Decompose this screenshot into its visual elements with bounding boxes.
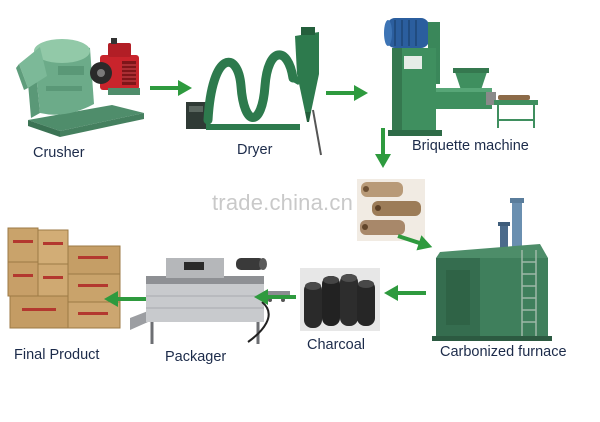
carbonized-furnace-label: Carbonized furnace (440, 344, 567, 360)
packager-legs (150, 322, 260, 344)
dryer-cyclone (295, 27, 319, 122)
carton-box (67, 301, 121, 329)
dryer-support-pole (312, 109, 322, 156)
packager-image (130, 258, 290, 344)
carton-box (9, 295, 69, 329)
charcoal-stick (340, 274, 358, 326)
furnace-body (432, 244, 552, 341)
briquette-machine-image (384, 18, 538, 136)
briquette-machine-barrel (436, 88, 496, 109)
crusher-drum (26, 39, 94, 118)
carton-box (67, 245, 121, 275)
charcoal-stick (322, 276, 340, 326)
arrow-briquettes-to-furnace (397, 234, 433, 251)
packager-label: Packager (165, 349, 227, 365)
crusher-image (16, 38, 144, 137)
dryer-serpentine-pipe (203, 50, 302, 130)
diesel-engine (100, 38, 140, 95)
arrow-briquette-machine-to-briquettes (375, 128, 391, 168)
packager-tunnel (146, 276, 264, 322)
dryer-image (186, 27, 322, 156)
crusher-label: Crusher (33, 145, 85, 161)
charcoal-image (300, 268, 380, 331)
final-product-label: Final Product (14, 347, 100, 363)
briquette-machine-hopper (453, 68, 489, 90)
final-product-image (7, 227, 121, 329)
dryer-label: Dryer (237, 142, 273, 158)
briquette-machine-body (388, 22, 442, 136)
carbonized-furnace-image (432, 198, 552, 341)
crusher-feed-hopper (16, 47, 47, 90)
furnace-ladder (521, 250, 537, 336)
briquette-stick (361, 182, 403, 197)
packager-film-roll (236, 258, 267, 270)
crusher-base-frame (28, 105, 144, 137)
packager-infeed-conveyor (130, 311, 148, 330)
briquette-machine-label: Briquette machine (412, 138, 529, 154)
charcoal-stick (357, 280, 375, 326)
briquette-stick (372, 201, 421, 216)
charcoal-stick (304, 282, 322, 328)
watermark-text: trade.china.cn (212, 190, 353, 215)
briquette-machine-motor (384, 18, 429, 48)
carton-box (7, 261, 39, 297)
furnace-chimney (498, 198, 524, 262)
briquette-output-rack (494, 95, 538, 128)
packager-cable (247, 301, 270, 343)
carton-box (7, 227, 39, 263)
briquettes-image (357, 179, 425, 241)
briquette-stick (360, 220, 405, 235)
arrow-charcoal-to-packager (254, 289, 296, 305)
arrow-crusher-to-dryer (150, 80, 192, 96)
carton-box (37, 229, 69, 265)
carton-box (37, 263, 69, 297)
arrow-furnace-to-charcoal (384, 285, 426, 301)
arrow-dryer-to-briquette-machine (326, 85, 368, 101)
arrow-packager-to-final-product (104, 291, 146, 307)
dryer-heater-box (186, 102, 206, 129)
crusher-flywheel (90, 62, 112, 84)
charcoal-label: Charcoal (307, 337, 366, 353)
packager-control-panel (166, 258, 224, 278)
